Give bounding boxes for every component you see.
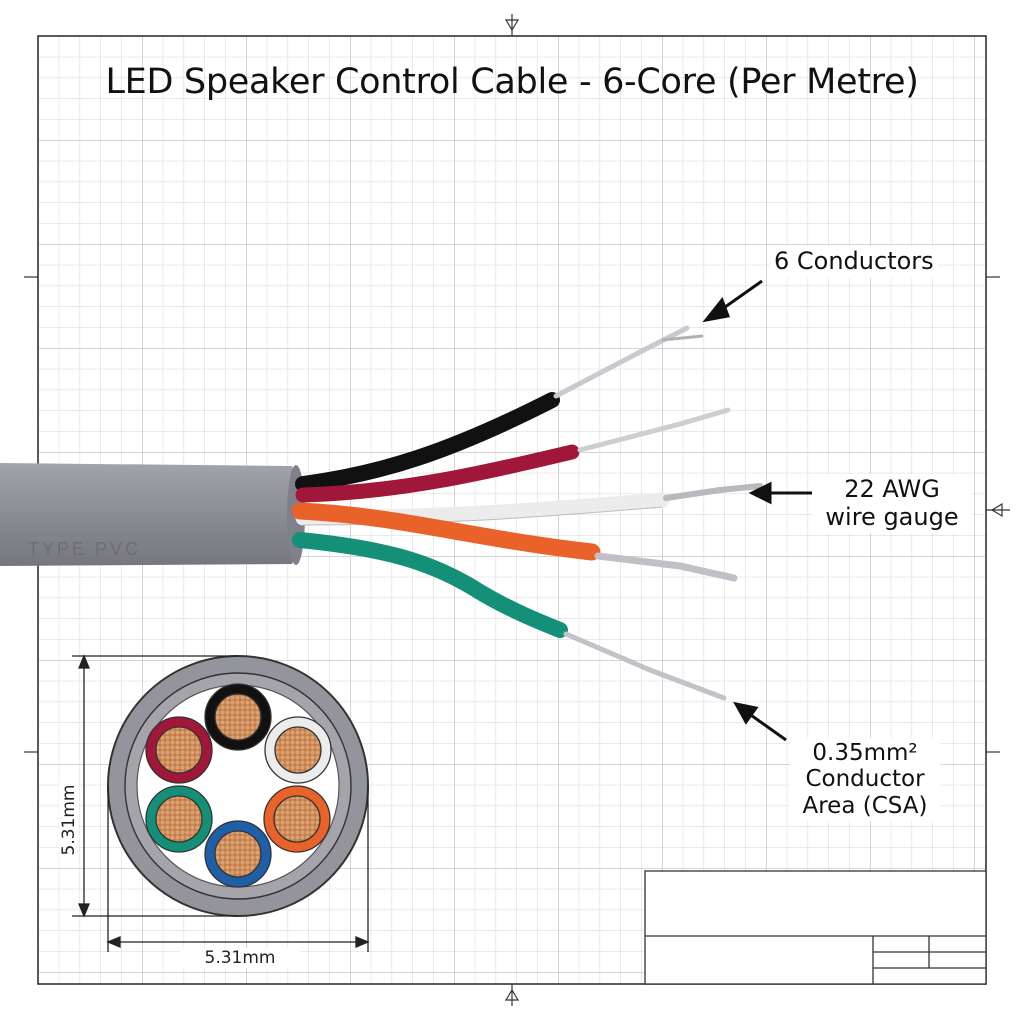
vertical-dimension-label: 5.31mm	[59, 782, 79, 858]
gauge-label-line2: wire gauge	[825, 502, 959, 531]
cross-section	[107, 655, 369, 917]
conductor-green	[292, 532, 727, 701]
page-title: LED Speaker Control Cable - 6-Core (Per …	[105, 62, 919, 102]
vertical-dimension: 5.31mm	[44, 770, 94, 870]
csa-label-line3: Area (CSA)	[802, 792, 928, 819]
centring-marks	[24, 14, 1010, 1006]
conductors-label: 6 Conductors	[774, 247, 934, 275]
conductor-orange	[291, 502, 738, 582]
conductors-callout: 6 Conductors	[770, 246, 938, 278]
csa-label-line1: 0.35mm²	[812, 740, 918, 766]
conductor-red	[295, 407, 731, 503]
horizontal-dimension-label: 5.31mm	[180, 948, 300, 968]
callout-arrows	[702, 279, 812, 742]
csa-callout: 0.35mm² Conductor Area (CSA)	[790, 738, 940, 822]
dimension-lines	[72, 654, 370, 952]
title-block	[644, 870, 987, 985]
svg-text:TYPE PVC: TYPE PVC	[28, 539, 141, 559]
conductor-black	[295, 325, 704, 492]
gauge-label-line1: 22 AWG	[844, 475, 940, 503]
gauge-callout: 22 AWG wire gauge	[812, 474, 972, 534]
csa-label-line2: Conductor	[805, 766, 925, 793]
cable-jacket: TYPE PVC	[0, 463, 305, 566]
